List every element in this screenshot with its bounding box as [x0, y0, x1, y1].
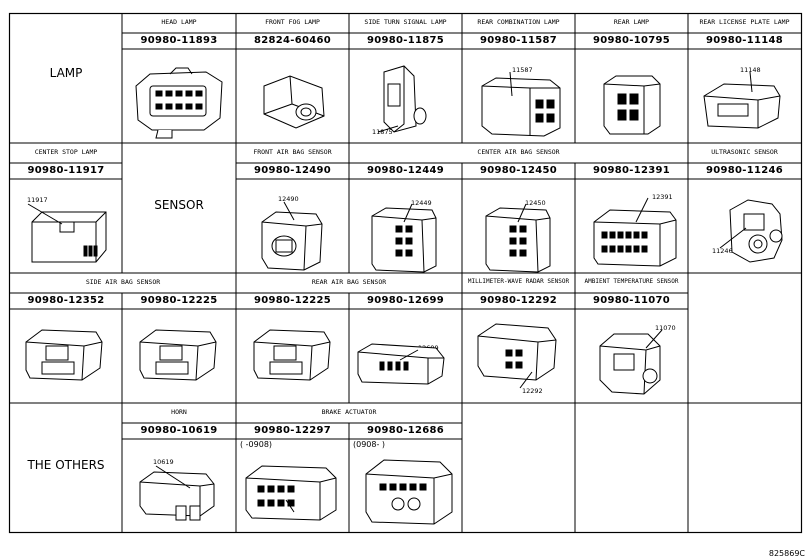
title-side-air-bag-sensor: SIDE AIR BAG SENSOR	[85, 278, 161, 286]
part-number: 90980-12450	[479, 165, 558, 176]
title-center-air-bag-sensor: CENTER AIR BAG SENSOR	[477, 148, 560, 156]
callout-label: 11246	[712, 247, 733, 255]
connector-front-air-bag-sensor-icon	[261, 201, 323, 271]
part-number: 90980-12292	[479, 295, 558, 306]
connector-rear-license-plate-lamp-icon	[703, 71, 781, 129]
connector-side-air-bag-sensor-icon	[25, 329, 103, 381]
part-number: 90980-12490	[253, 165, 332, 176]
connector-brake-actuator-icon	[365, 459, 453, 525]
part-number: 90980-12686	[366, 425, 445, 436]
date-note-until: ( -0908)	[240, 440, 273, 449]
part-number: 90980-11587	[479, 35, 558, 46]
part-number: 90980-12297	[253, 425, 332, 436]
callout-label: 12450	[525, 199, 546, 207]
connector-front-fog-lamp-icon	[263, 75, 325, 129]
part-number: 82824-60460	[253, 35, 332, 46]
connector-side-air-bag-sensor-icon	[139, 329, 217, 381]
part-number: 90980-12699	[366, 295, 445, 306]
title-center-stop-lamp: CENTER STOP LAMP	[34, 148, 98, 156]
connector-center-air-bag-sensor-icon	[593, 197, 677, 267]
connector-rear-air-bag-sensor-icon	[357, 343, 445, 385]
category-sensor: SENSOR	[154, 198, 204, 212]
part-number: 90980-11070	[592, 295, 671, 306]
title-rear-air-bag-sensor: REAR AIR BAG SENSOR	[311, 278, 387, 286]
connector-ambient-temperature-sensor-icon	[599, 329, 663, 395]
connector-horn-icon	[139, 465, 215, 521]
title-horn: HORN	[171, 408, 187, 416]
callout-label: 12449	[411, 199, 432, 207]
title-ambient-temperature-sensor: AMBIENT TEMPERATURE SENSOR	[584, 278, 679, 285]
connector-center-stop-lamp-icon	[27, 203, 107, 263]
connector-rear-air-bag-sensor-icon	[253, 329, 331, 381]
callout-label: 12292	[522, 387, 543, 395]
callout-label: 11148	[740, 66, 761, 74]
callout-label: 12490	[278, 195, 299, 203]
part-number: 90980-12449	[366, 165, 445, 176]
part-number: 90980-11893	[140, 35, 218, 46]
title-front-air-bag-sensor: FRONT AIR BAG SENSOR	[253, 148, 332, 156]
connector-center-air-bag-sensor-icon	[485, 203, 551, 273]
part-number: 90980-10795	[592, 35, 671, 46]
title-rear-lamp: REAR LAMP	[613, 18, 650, 26]
part-number: 90980-12391	[592, 165, 671, 176]
title-side-turn-signal-lamp: SIDE TURN SIGNAL LAMP	[364, 18, 447, 26]
part-number: 90980-12225	[140, 295, 218, 306]
part-number: 90980-11917	[27, 165, 105, 176]
callout-label: 11070	[655, 324, 676, 332]
date-note-from: (0908- )	[353, 440, 386, 449]
title-head-lamp: HEAD LAMP	[161, 18, 197, 26]
callout-label: 11587	[512, 66, 533, 74]
part-number: 90980-10619	[140, 425, 218, 436]
callout-label: 11917	[27, 196, 48, 204]
title-rear-license-plate-lamp: REAR LICENSE PLATE LAMP	[699, 18, 790, 26]
callout-label: 10619	[153, 458, 174, 466]
callout-label: 12391	[652, 193, 673, 201]
part-number: 90980-11875	[366, 35, 445, 46]
connector-rear-combination-lamp-icon	[481, 71, 561, 137]
callout-label: 11875	[372, 128, 393, 136]
part-number: 90980-11148	[705, 35, 784, 46]
title-ultrasonic-sensor: ULTRASONIC SENSOR	[711, 148, 778, 156]
category-lamp: LAMP	[49, 66, 83, 80]
title-front-fog-lamp: FRONT FOG LAMP	[265, 18, 320, 26]
connector-brake-actuator-icon	[245, 465, 337, 521]
connector-millimeter-wave-radar-sensor-icon	[477, 323, 557, 389]
part-number: 90980-12352	[27, 295, 105, 306]
part-number: 90980-11246	[705, 165, 784, 176]
connector-side-turn-signal-lamp-icon	[377, 65, 427, 133]
title-millimeter-wave-radar-sensor: MILLIMETER-WAVE RADAR SENSOR	[467, 278, 570, 285]
connector-rear-lamp-icon	[603, 75, 661, 135]
connector-head-lamp-icon	[135, 67, 223, 139]
connector-ultrasonic-sensor-icon	[719, 199, 783, 263]
connector-center-air-bag-sensor-icon	[371, 203, 437, 273]
title-rear-combination-lamp: REAR COMBINATION LAMP	[477, 18, 560, 26]
document-id: 825869C	[768, 549, 805, 558]
title-brake-actuator: BRAKE ACTUATOR	[321, 408, 377, 416]
part-number: 90980-12225	[253, 295, 332, 306]
category-others: THE OTHERS	[27, 458, 105, 472]
